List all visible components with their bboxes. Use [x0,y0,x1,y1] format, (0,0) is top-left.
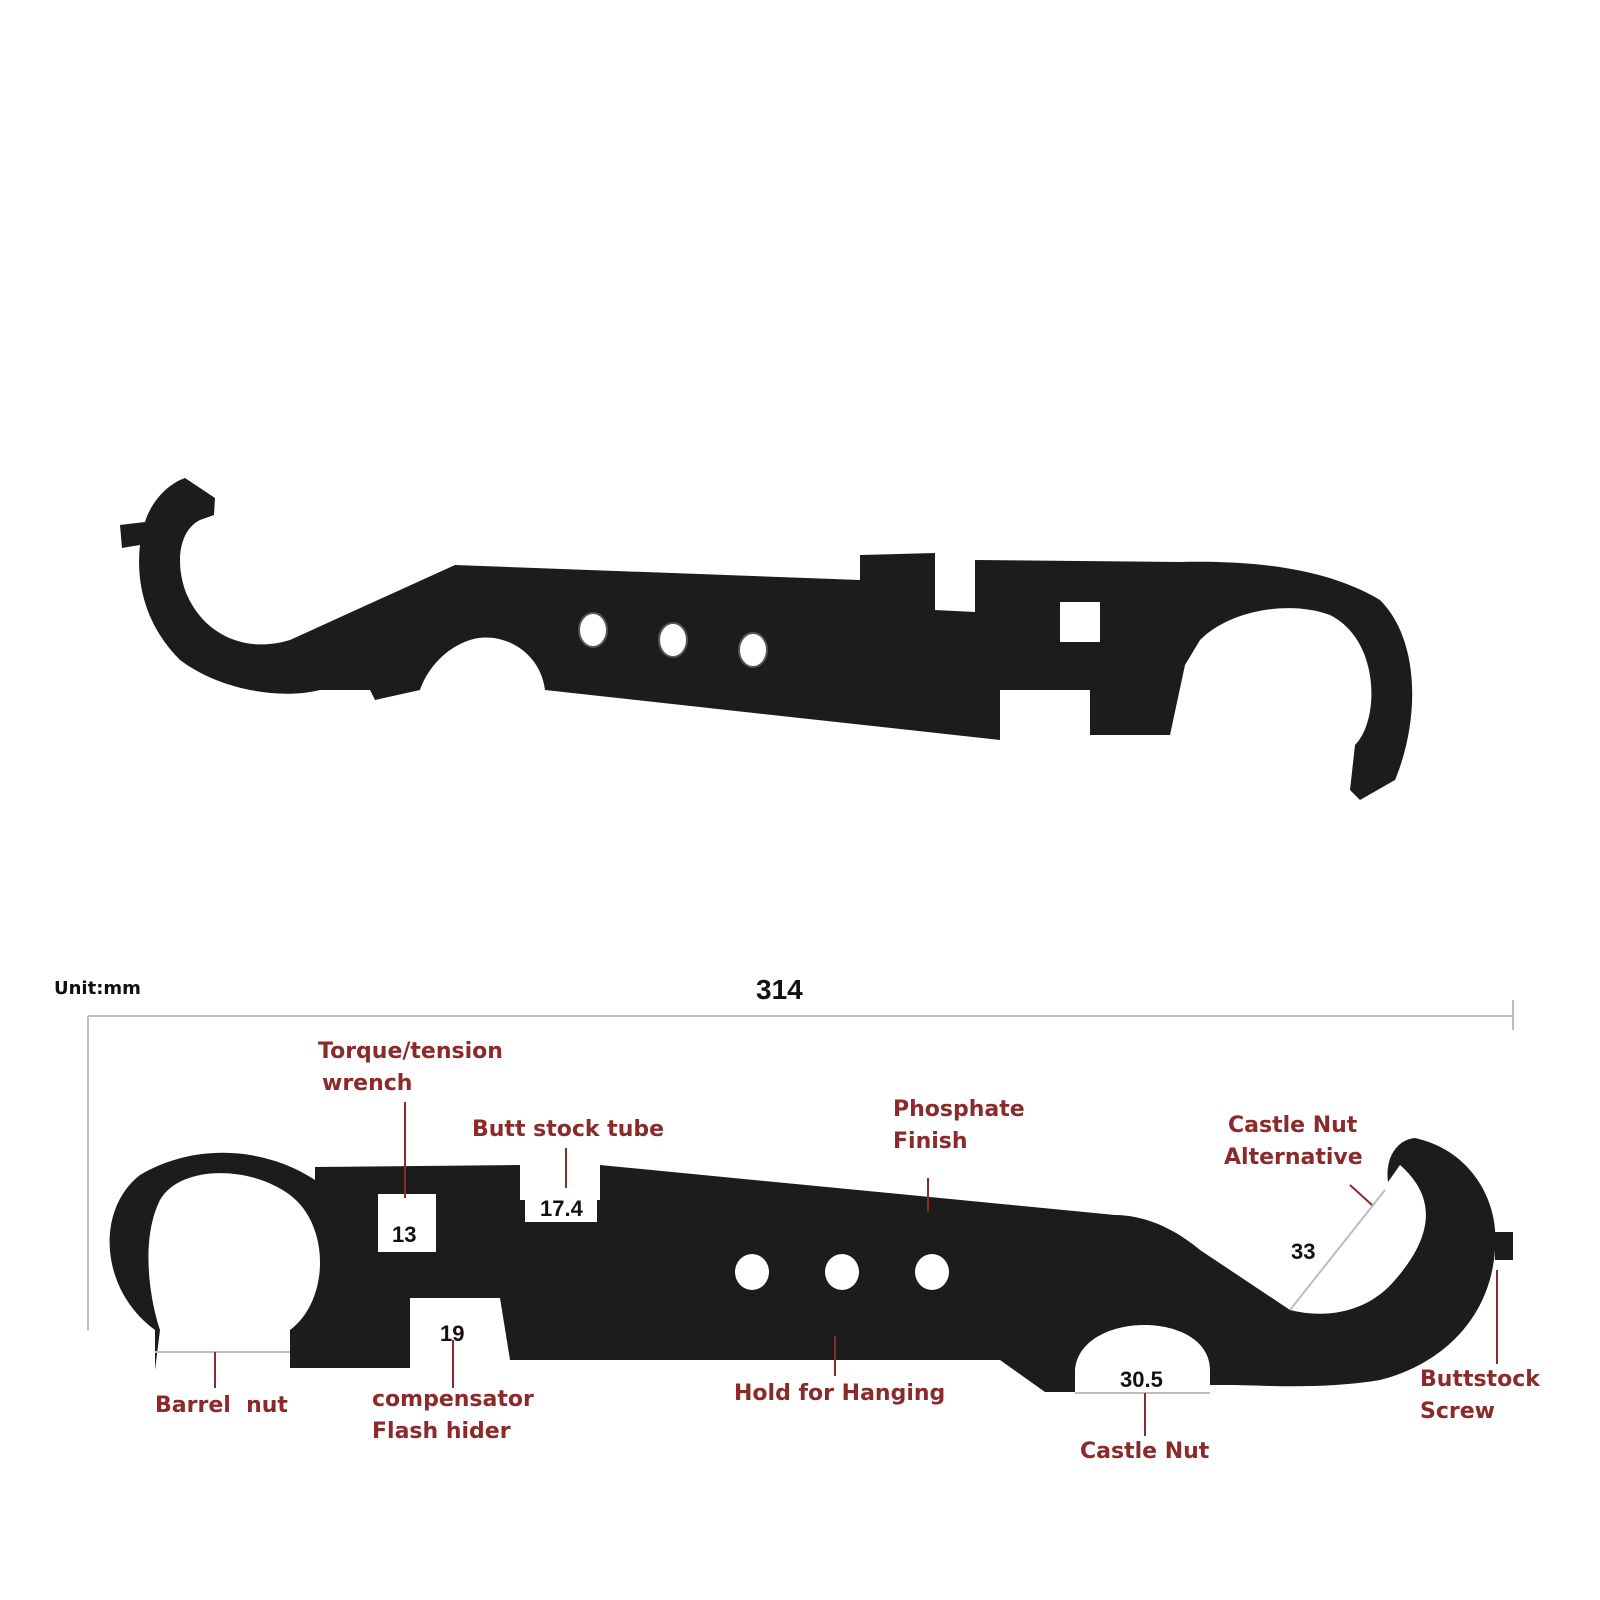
wrench-bottom-view [109,1138,1513,1392]
callout-text: Flash hider [372,1419,511,1444]
callout-text: Finish [893,1129,968,1154]
dimension-butt-stock-slot: 17.4 [540,1196,583,1221]
dimension-compensator-slot: 19 [440,1321,465,1346]
callout-text: Phosphate [893,1097,1025,1122]
callout-compensator-flash-hider: compensator Flash hider [372,1384,534,1448]
dimension-castle-nut: 30.5 [1120,1367,1163,1392]
callout-text: Barrel nut [155,1393,288,1418]
callout-text: Buttstock [1420,1367,1540,1392]
callout-text: Butt stock tube [472,1117,665,1142]
callout-text: Castle Nut [1080,1439,1210,1464]
callout-barrel-nut: Barrel nut [155,1390,288,1422]
callout-hold-for-hanging: Hold for Hanging [734,1378,945,1410]
callout-text: Hold for Hanging [734,1381,946,1406]
dimension-lines [87,1000,1514,1394]
callout-castle-nut: Castle Nut [1080,1436,1209,1468]
callout-text: compensator [372,1387,534,1412]
wrench-top-view [120,478,1413,800]
callout-castle-nut-alternative: Castle Nut Alternative [1224,1110,1363,1174]
callout-text: Castle Nut [1228,1113,1358,1138]
dimension-square-wrench: 13 [392,1222,417,1247]
callout-text: wrench [322,1071,413,1096]
callout-text: Screw [1420,1399,1495,1424]
unit-label: Unit:mm [54,978,141,999]
callout-phosphate-finish: Phosphate Finish [893,1094,1025,1158]
callout-torque-wrench: Torque/tension wrench [318,1036,503,1100]
overall-length-value: 314 [756,974,803,1005]
dimension-castle-nut-alternative: 33 [1291,1239,1316,1264]
callout-text: Alternative [1224,1145,1363,1170]
callout-buttstock-screw: Buttstock Screw [1420,1364,1540,1428]
callout-leaders [214,1102,1498,1436]
callout-butt-stock-tube: Butt stock tube [472,1114,664,1146]
callout-text: Torque/tension [318,1039,503,1064]
